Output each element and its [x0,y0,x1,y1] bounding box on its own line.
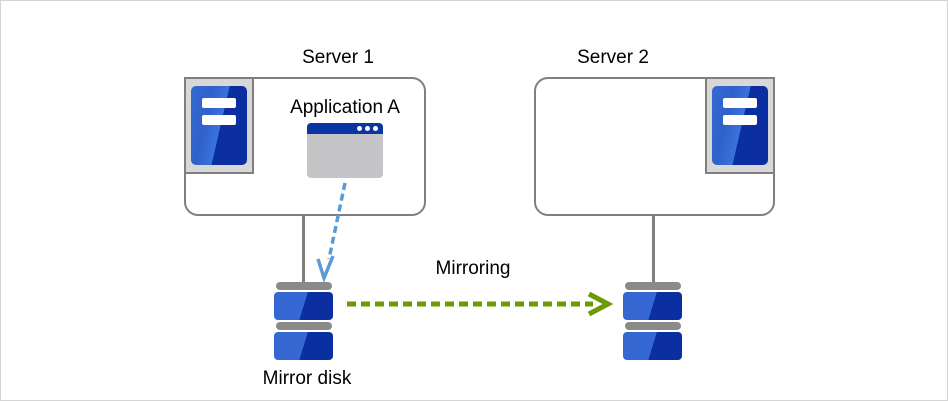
server-slot [723,98,757,108]
server2-label: Server 2 [577,47,649,68]
disk-cap [624,282,681,290]
disk-cap [275,322,332,330]
mirroring-arrow-head-icon [587,291,614,317]
disk-cap [275,282,332,290]
app-write-arrow-head-icon [316,255,335,284]
server2-disk-connector [652,215,655,283]
application-label: Application A [290,97,400,118]
server-tower-body [191,86,247,165]
server1-disk-connector [302,215,305,283]
server1-label: Server 1 [302,47,374,68]
server-slot [723,115,757,125]
server1-tower-icon [184,77,254,174]
app-window-icon [307,123,383,178]
mirror-disk-left-icon [274,282,333,362]
mirroring-label: Mirroring [435,258,511,279]
titlebar-dot [365,126,370,131]
app-window-body [307,134,383,178]
mirror-disk-label: Mirror disk [262,368,352,389]
server2-tower-icon [705,77,775,174]
disk-platter [623,291,682,320]
disk-cap [624,322,681,330]
titlebar-dot [357,126,362,131]
server-tower-body [712,86,768,165]
titlebar-dot [373,126,378,131]
disk-platter [274,331,333,360]
app-window-titlebar [307,123,383,134]
disk-platter [623,331,682,360]
server-slot [202,115,236,125]
server-slot [202,98,236,108]
disk-platter [274,291,333,320]
mirror-disk-right-icon [623,282,682,362]
